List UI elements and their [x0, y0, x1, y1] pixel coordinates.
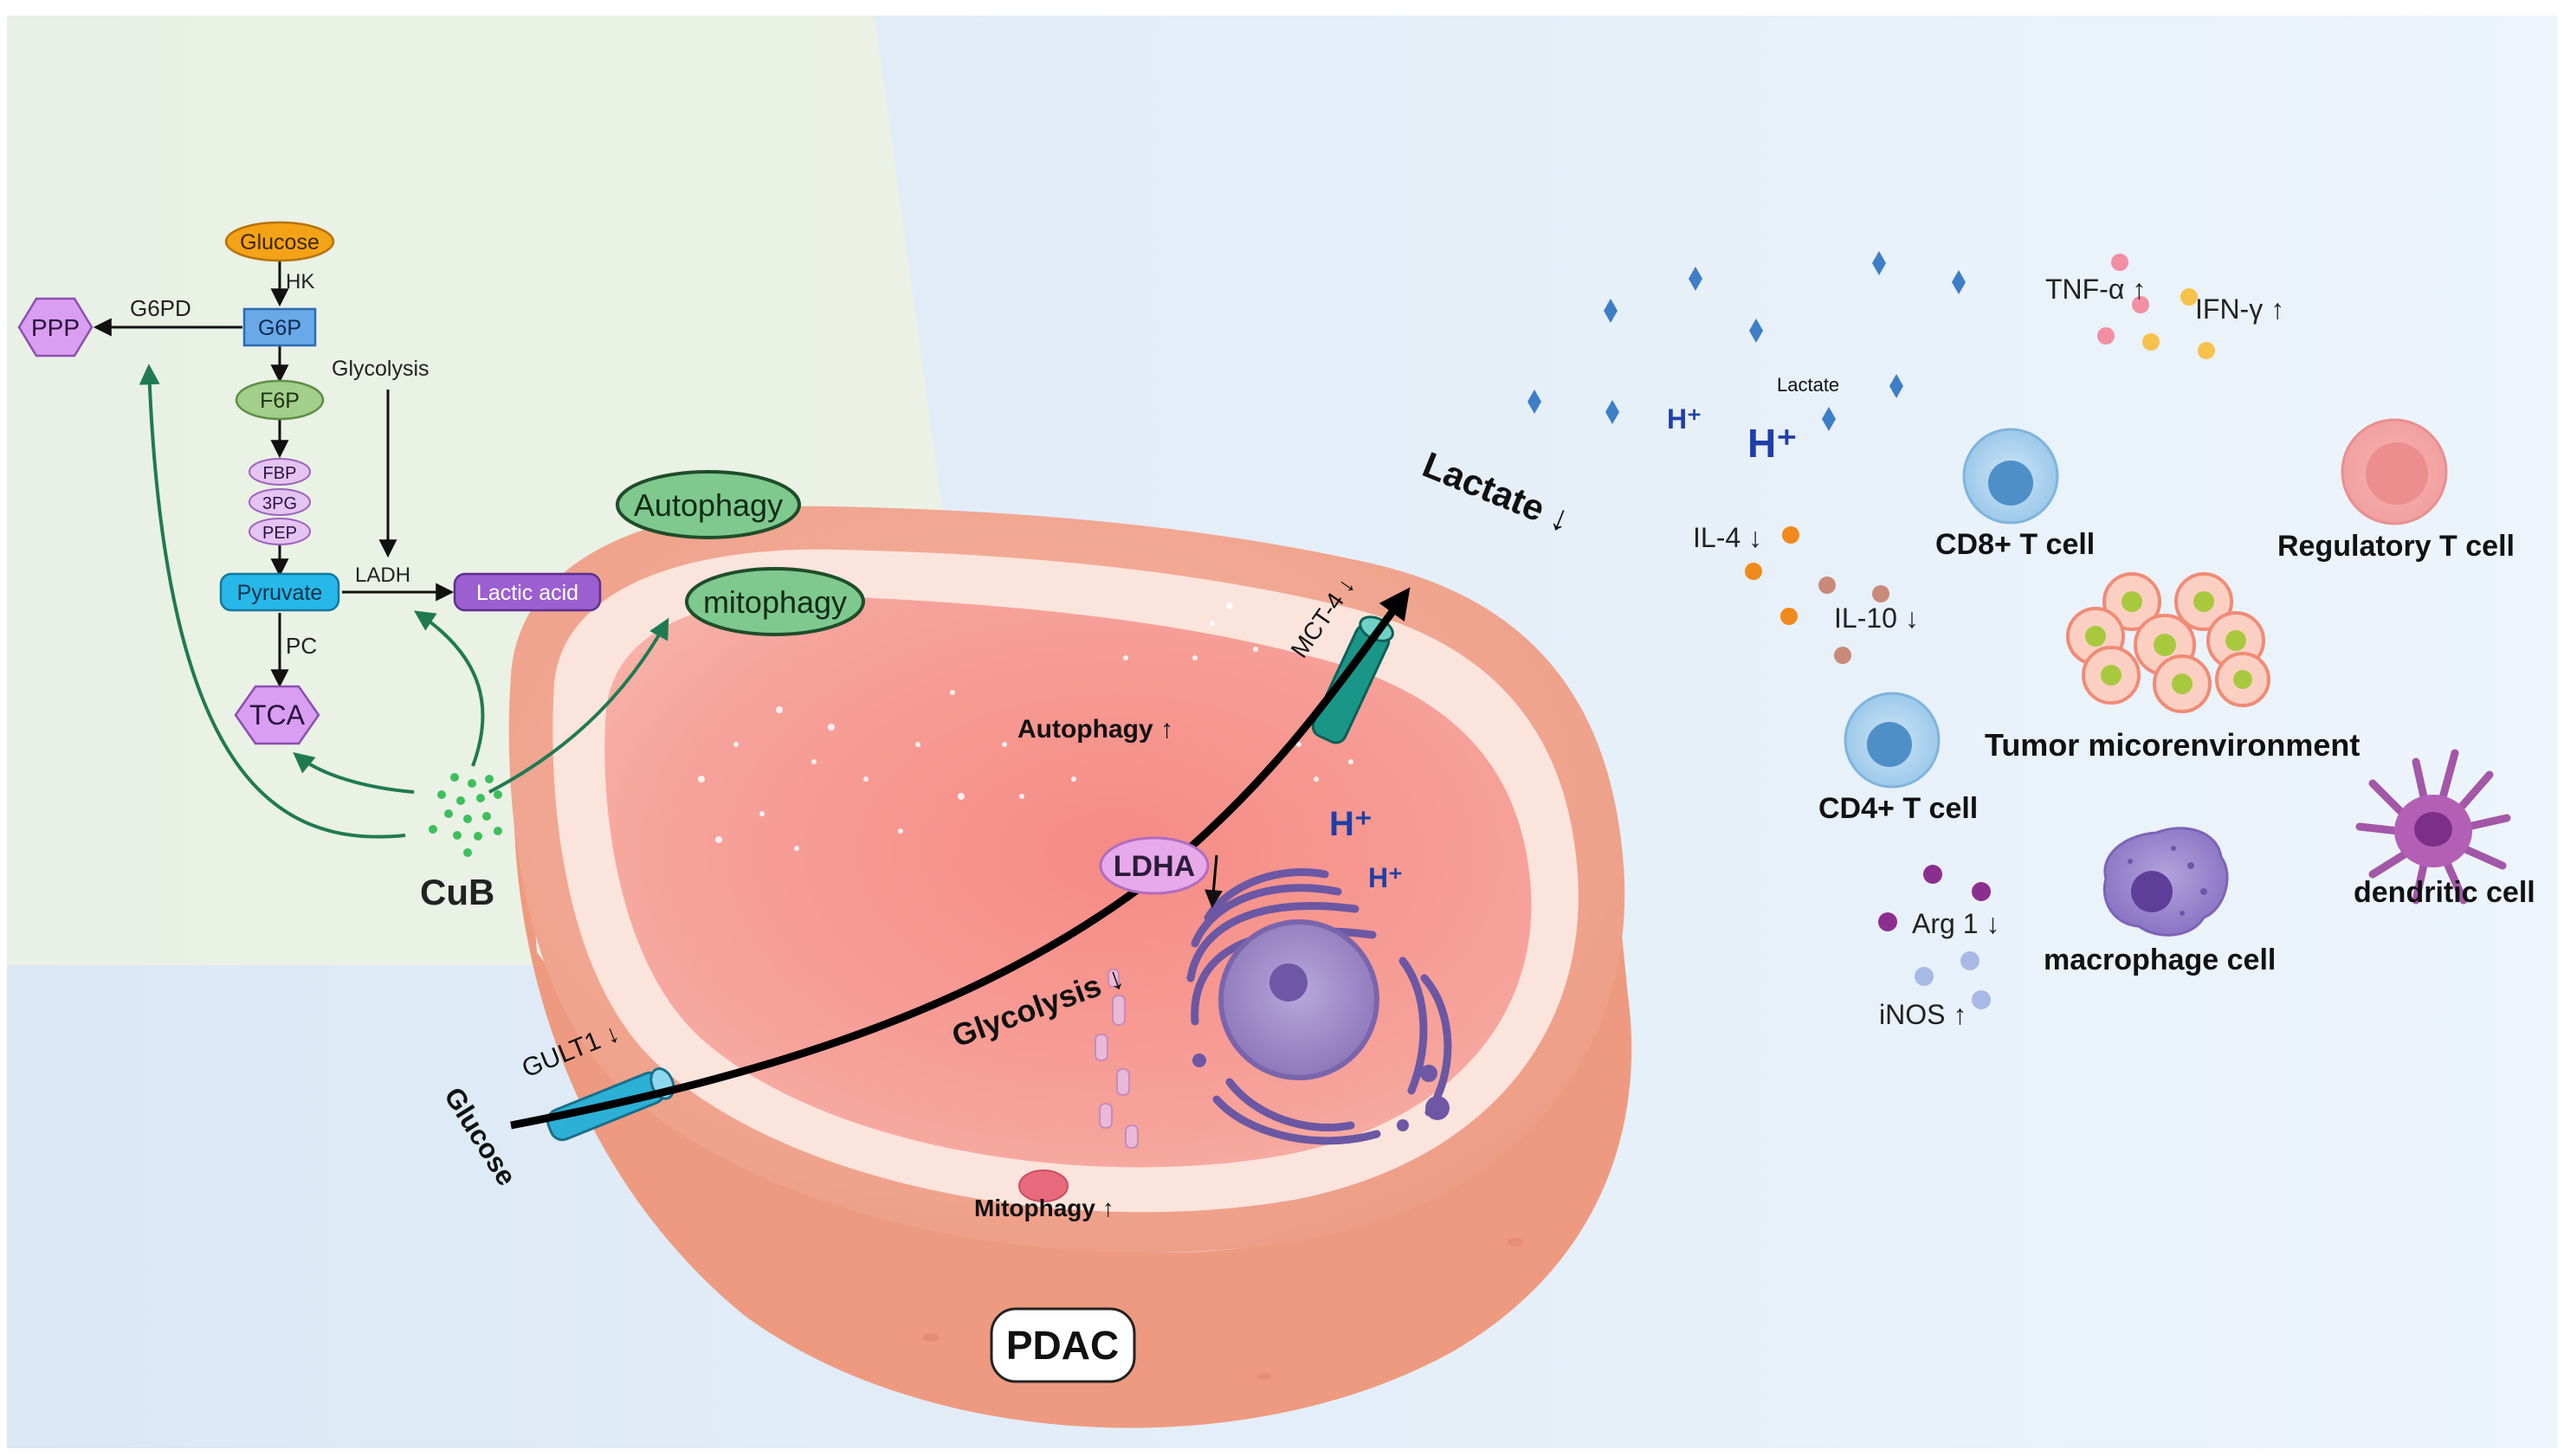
mitophagy-up-label: Mitophagy ↑	[974, 1195, 1114, 1221]
tnf-label: TNF-α ↑	[2045, 274, 2146, 305]
g6p-node	[242, 307, 317, 347]
mitophagy-node-label: mitophagy	[703, 584, 847, 620]
mitophagy-node	[685, 567, 865, 636]
cell-lower-body	[513, 710, 1632, 1428]
autophagy-up-label: Autophagy ↑	[1017, 715, 1173, 744]
pep-node	[249, 518, 311, 545]
cub-to-tca-arrow	[293, 751, 415, 794]
glycolysis-pathway-label: Glycolysis	[332, 357, 429, 381]
cub-label: CuB	[420, 872, 494, 912]
macrophage-label: macrophage cell	[2044, 944, 2276, 976]
ldha-down-arrow	[1204, 854, 1223, 909]
cell-h-ion-1: H⁺	[1329, 805, 1372, 843]
ladh-label: LADH	[355, 564, 410, 587]
pep-node-label: PEP	[262, 524, 297, 543]
autophagy-node-label: Autophagy	[634, 487, 783, 523]
hk-label: HK	[286, 270, 314, 293]
f6p-node-label: F6P	[260, 389, 300, 413]
treg-nucleus	[2366, 442, 2428, 505]
nucleus-er	[1186, 867, 1452, 1145]
ifn-label: IFN-γ ↑	[2195, 293, 2284, 325]
lactic-acid-node-label: Lactic acid	[476, 581, 578, 605]
fbp-node-label: FBP	[263, 464, 297, 483]
tumor-env-label: Tumor micorenvironment	[1985, 727, 2360, 763]
macrophage-nucleus	[2131, 871, 2173, 912]
tumor-cell-cluster	[2066, 572, 2270, 713]
cub-to-ppp-arrow	[139, 364, 406, 839]
glucose-node-label: Glucose	[240, 230, 320, 254]
il4-label: IL-4 ↓	[1693, 522, 1762, 553]
tca-node-label: TCA	[249, 699, 306, 731]
tme-h-ion-small: H⁺	[1667, 403, 1702, 435]
lactic-acid-node	[453, 572, 602, 612]
nucleus	[1218, 919, 1379, 1080]
cub-to-lactic-arrow	[414, 610, 485, 767]
lactate-small-label: Lactate	[1777, 374, 1839, 396]
il10-label: IL-10 ↓	[1834, 602, 1919, 634]
pdac-label: PDAC	[1006, 1323, 1119, 1368]
f6p-node	[235, 379, 325, 421]
glycolysis-pathway: Glucose HK G6P G6PD PPP Glycolysis F6P F…	[17, 221, 865, 912]
mitochondria-fragments	[1095, 969, 1139, 1149]
ldha-label: LDHA	[1114, 850, 1195, 883]
cub-to-mitophagy-arrow	[488, 617, 669, 794]
nucleolus	[1269, 963, 1308, 1002]
dendritic-cell	[2355, 749, 2511, 905]
pyruvate-node-label: Pyruvate	[237, 581, 323, 605]
lactate-diamonds	[1527, 251, 1966, 431]
cd8-label: CD8+ T cell	[1935, 528, 2095, 561]
pyruvate-node	[219, 572, 340, 612]
cell-h-ion-2: H⁺	[1368, 862, 1403, 893]
g6pd-label: G6PD	[130, 295, 191, 321]
mitochondrion	[1018, 1169, 1069, 1202]
3pg-node	[249, 488, 311, 516]
tca-node	[234, 685, 320, 745]
cd4-nucleus	[1867, 722, 1912, 767]
ppp-node-label: PPP	[31, 314, 80, 341]
cytokine-dots-il	[1745, 526, 1889, 664]
arg1-inos-dots	[1878, 865, 1991, 1009]
cd8-nucleus	[1988, 461, 2033, 506]
g6p-node-label: G6P	[258, 316, 301, 340]
pc-label: PC	[286, 633, 317, 659]
cd4-label: CD4+ T cell	[1818, 792, 1978, 825]
ppp-node	[17, 297, 94, 358]
inos-label: iNOS ↑	[1879, 999, 1967, 1030]
dendritic-label: dendritic cell	[2354, 876, 2535, 909]
fbp-node	[249, 458, 311, 486]
pdac-label-box	[990, 1307, 1136, 1383]
pdac-cell: LDHA Autophagy ↑ Glycolysis ↓ Mitophagy …	[438, 506, 1632, 1428]
cub-particles	[429, 773, 502, 857]
treg-label: Regulatory T cell	[2277, 530, 2515, 563]
glucose-node	[224, 221, 335, 262]
ldha-enzyme	[1099, 836, 1210, 895]
cytoplasm-vesicles	[698, 602, 1353, 851]
autophagy-node	[616, 470, 801, 539]
tme-h-ion-big: H⁺	[1747, 421, 1798, 466]
cytokine-dots-tnf-ifn	[2097, 254, 2215, 359]
arg1-label: Arg 1 ↓	[1912, 908, 1999, 939]
glucose-lactate-flux-arrow	[510, 587, 1411, 1130]
3pg-node-label: 3PG	[262, 494, 297, 513]
